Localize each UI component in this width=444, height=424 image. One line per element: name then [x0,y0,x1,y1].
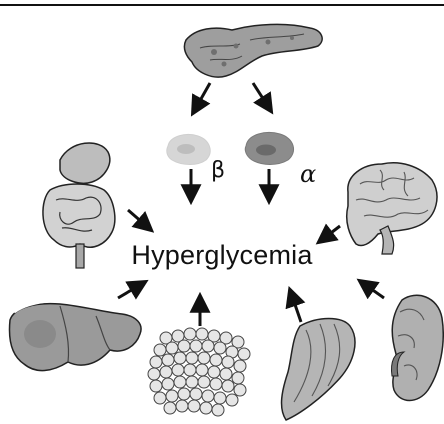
alpha-cell-icon [245,133,293,165]
pancreas-icon [184,24,322,77]
beta-cell-label: β [211,158,225,183]
arrow-kidney-to-center [360,281,384,298]
liver-icon [10,300,142,371]
arrow-liver-to-center [118,282,145,298]
hyperglycemia-label: Hyperglycemia [0,240,444,271]
arrow-pancreas-to-alpha [253,83,271,111]
arrow-muscle-to-center [290,290,301,322]
alpha-cell-label: α [300,160,316,188]
beta-cell-icon [167,134,210,164]
arrow-intestine-to-center [128,210,151,230]
muscle-icon [282,319,355,421]
arrow-pancreas-to-beta [193,83,210,113]
adipose-tissue-icon [148,328,250,416]
kidney-icon [392,295,444,400]
